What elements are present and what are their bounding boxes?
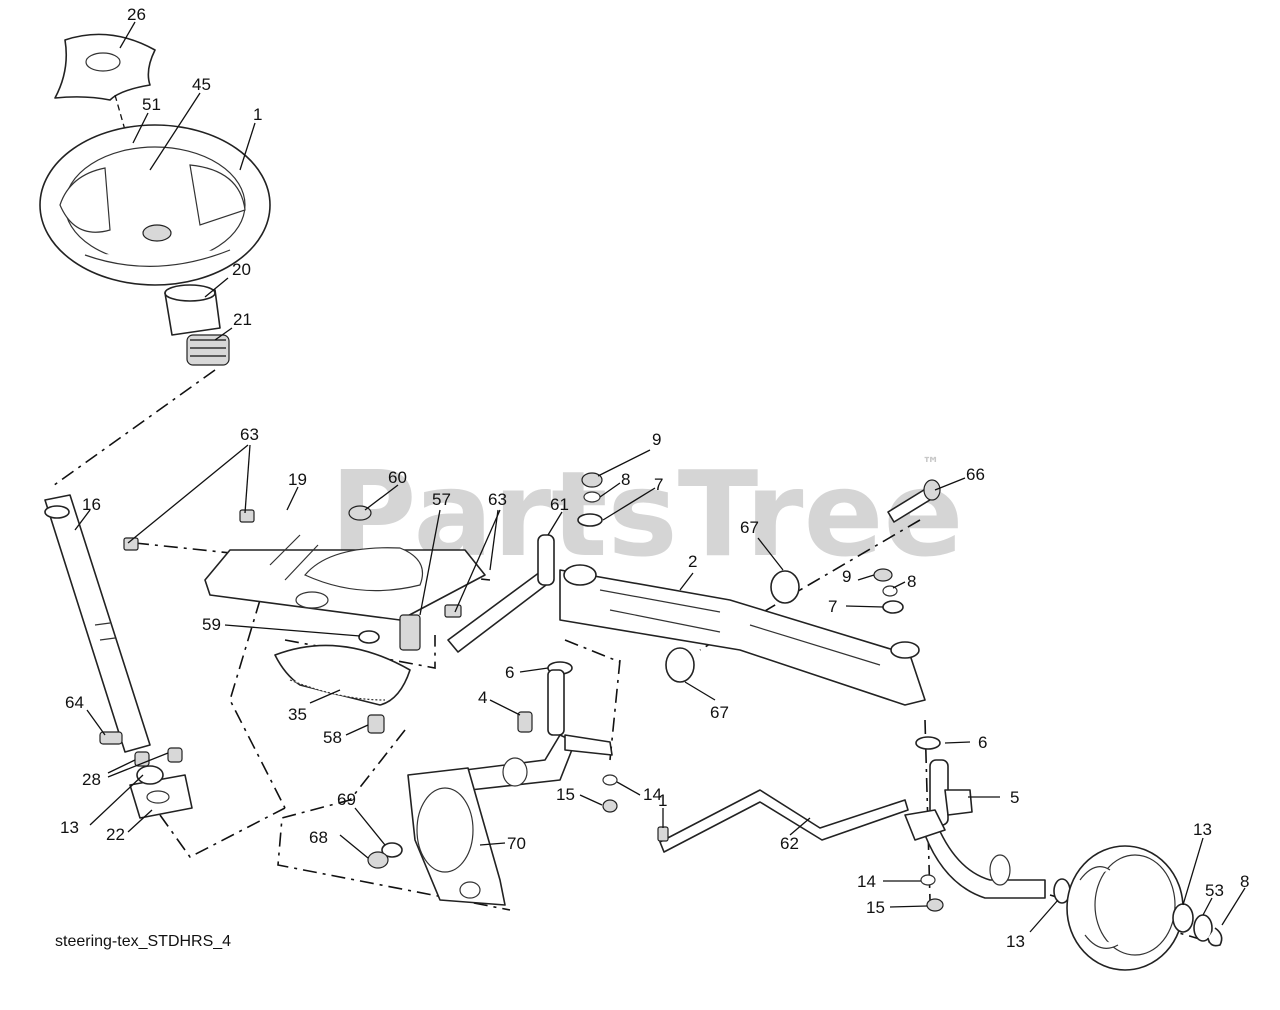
callout-20: 20 <box>232 260 251 279</box>
callout-53: 53 <box>1205 881 1224 900</box>
washers-6 <box>547 661 941 750</box>
sector-gear <box>274 644 411 706</box>
watermark-tm: ™ <box>922 454 940 475</box>
callout-26: 26 <box>127 5 146 24</box>
callout-7-right: 7 <box>828 597 837 616</box>
callout-6-left: 6 <box>505 663 514 682</box>
steering-plate <box>204 534 486 621</box>
spacers-67 <box>665 570 800 683</box>
callout-19: 19 <box>288 470 307 489</box>
washer-59 <box>358 630 380 644</box>
callout-13-hub: 13 <box>1193 820 1212 839</box>
callout-35: 35 <box>288 705 307 724</box>
right-spindle <box>904 759 1046 899</box>
callout-67-lower: 67 <box>710 703 729 722</box>
callout-8-hub: 8 <box>1240 872 1249 891</box>
shaft-bolt <box>99 731 123 745</box>
pivot-bolt <box>887 479 941 523</box>
column-bushing <box>164 284 221 336</box>
steering-shaft <box>44 494 151 753</box>
diagram-caption: steering-tex_STDHRS_4 <box>55 933 231 950</box>
column-gear <box>186 334 230 366</box>
upper-fasteners <box>577 472 603 527</box>
callout-6-right: 6 <box>978 733 987 752</box>
callout-14-left: 14 <box>643 785 662 804</box>
callout-70: 70 <box>507 834 526 853</box>
callout-13-left: 13 <box>60 818 79 837</box>
callout-15-left: 15 <box>556 785 575 804</box>
mounting-bracket <box>407 767 506 906</box>
callout-21: 21 <box>233 310 252 329</box>
left-spindle <box>464 669 613 791</box>
lower-bracket <box>129 747 193 819</box>
callout-59: 59 <box>202 615 221 634</box>
callout-51: 51 <box>142 95 161 114</box>
fasteners-68-69 <box>367 842 403 869</box>
hub-fasteners <box>1172 903 1223 947</box>
leader-lines <box>74 21 1246 933</box>
steering-cap <box>54 33 156 101</box>
callout-22: 22 <box>106 825 125 844</box>
callout-45: 45 <box>192 75 211 94</box>
left-tierod-fasteners <box>602 774 618 813</box>
callout-8-right: 8 <box>907 572 916 591</box>
front-wheel <box>1066 845 1184 971</box>
callout-1: 1 <box>253 105 262 124</box>
callout-57: 57 <box>432 490 451 509</box>
callout-64: 64 <box>65 693 84 712</box>
callout-5: 5 <box>1010 788 1019 807</box>
callout-61: 61 <box>550 495 569 514</box>
callout-66: 66 <box>966 465 985 484</box>
callout-62: 62 <box>780 834 799 853</box>
callout-58: 58 <box>323 728 342 747</box>
callout-14-right: 14 <box>857 872 876 891</box>
callout-16: 16 <box>82 495 101 514</box>
callout-7-upper: 7 <box>654 475 663 494</box>
callout-67-upper: 67 <box>740 518 759 537</box>
callout-13-spindle: 13 <box>1006 932 1025 951</box>
bolts-63-left <box>123 509 255 551</box>
callout-labels: 26 45 51 1 20 21 63 16 19 60 57 63 61 9 … <box>60 5 1249 951</box>
callout-9-upper: 9 <box>652 430 661 449</box>
callout-15-right: 15 <box>866 898 885 917</box>
callout-60: 60 <box>388 468 407 487</box>
right-tierod-fasteners <box>920 874 944 912</box>
callout-63-left: 63 <box>240 425 259 444</box>
steering-wheel <box>39 124 271 286</box>
tie-rod <box>657 789 909 853</box>
front-axle <box>559 564 926 706</box>
callout-63-right: 63 <box>488 490 507 509</box>
callout-1-tierod: 1 <box>658 791 667 810</box>
bolt-58 <box>367 714 385 734</box>
callout-8-upper: 8 <box>621 470 630 489</box>
callout-9-right: 9 <box>842 567 851 586</box>
callout-2: 2 <box>688 552 697 571</box>
callout-69: 69 <box>337 790 356 809</box>
callout-68: 68 <box>309 828 328 847</box>
drag-link <box>447 534 555 653</box>
callout-28: 28 <box>82 770 101 789</box>
callout-4: 4 <box>478 688 487 707</box>
